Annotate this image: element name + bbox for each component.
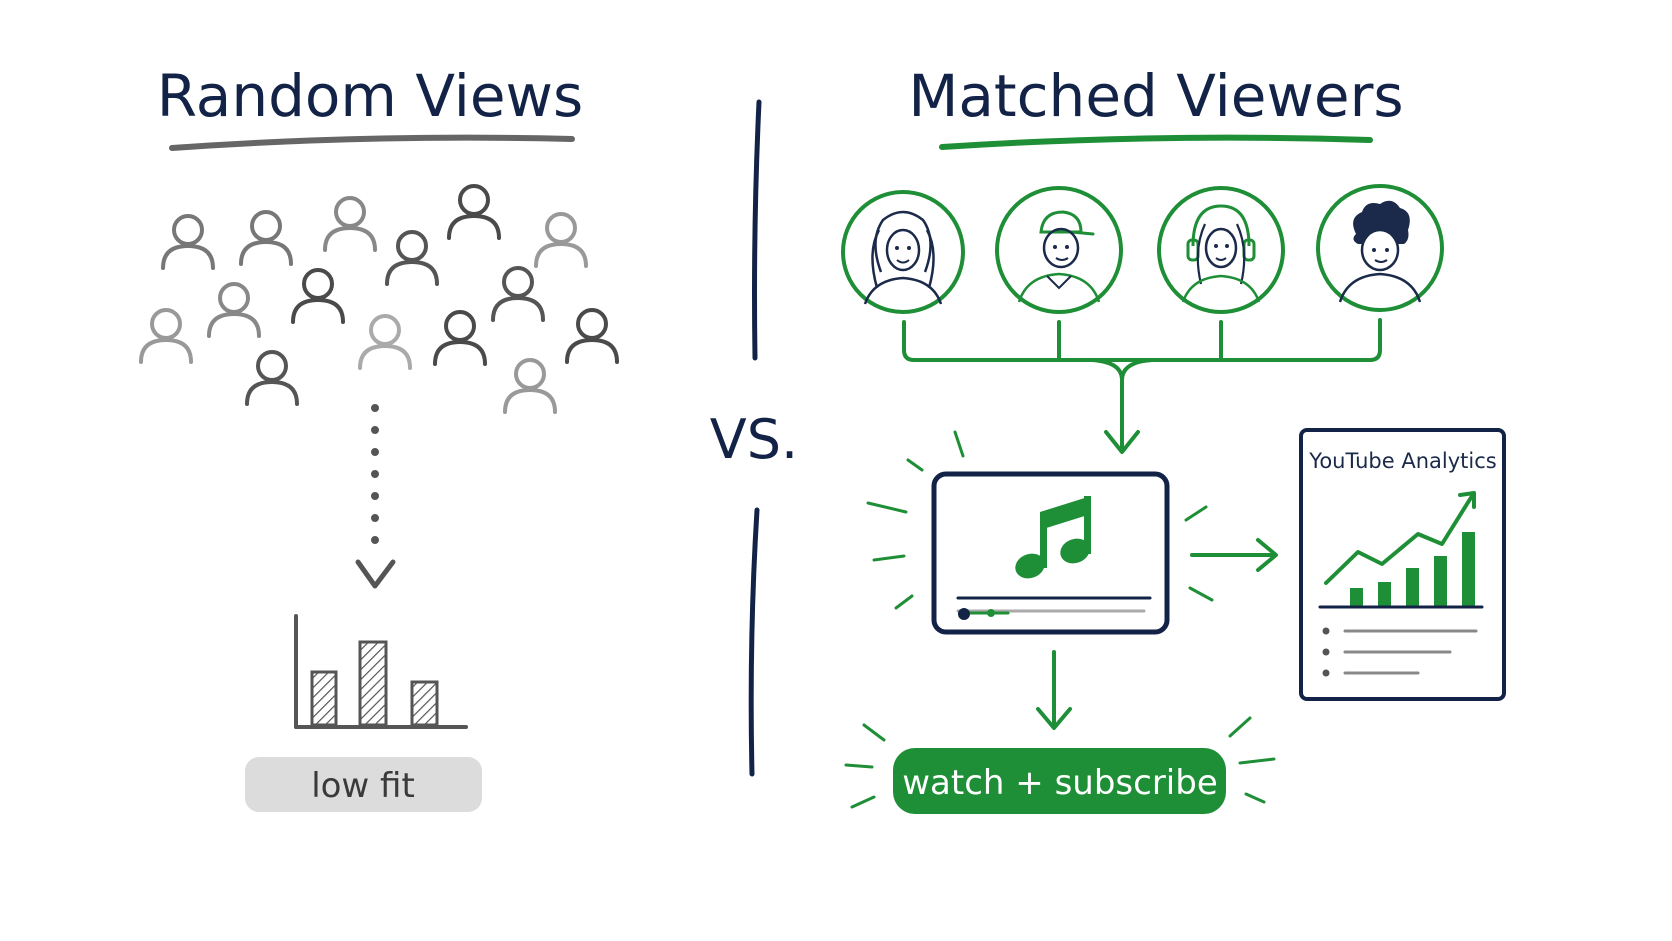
chart-bar: [310, 670, 338, 727]
person-icon: [291, 268, 345, 324]
person-icon: [565, 308, 619, 364]
person-icon: [245, 350, 299, 406]
vs-divider: VS.: [710, 99, 798, 777]
player-glow-lines: [866, 430, 1214, 610]
low-fit-bar-chart: [294, 614, 468, 729]
dotted-down-arrow: [355, 404, 396, 589]
viewer-long-hair-avatar: [841, 190, 965, 314]
growth-bars: [1350, 532, 1475, 607]
viewers-connector: [902, 318, 1382, 454]
person-icon: [323, 196, 377, 252]
chart-bar: [410, 680, 439, 727]
person-icon: [433, 310, 487, 366]
random-views-underline: [169, 134, 575, 151]
viewer-curly-hair-avatar: [1316, 184, 1444, 312]
music-video-player: [931, 471, 1170, 635]
random-views-section: Random Views: [139, 62, 619, 812]
person-icon: [139, 308, 193, 364]
music-note-icon: [1015, 496, 1091, 579]
person-icon: [447, 184, 501, 240]
analytics-list: [1322, 627, 1478, 677]
low-fit-badge: low fit: [245, 757, 482, 812]
low-fit-label: low fit: [311, 766, 415, 806]
person-icon: [207, 282, 261, 338]
matched-viewers-section: Matched Viewers: [841, 62, 1506, 814]
person-icon: [534, 212, 588, 268]
person-icon: [239, 210, 293, 266]
divider-line-bottom: [748, 507, 760, 777]
random-views-title: Random Views: [157, 62, 583, 130]
cta-glow-lines: [844, 716, 1276, 809]
matched-viewers-underline: [939, 134, 1373, 150]
progress-knob: [958, 608, 970, 620]
person-icon: [385, 230, 439, 286]
random-crowd: [139, 184, 619, 414]
chart-bar: [358, 640, 388, 727]
analytics-title: YouTube Analytics: [1308, 449, 1496, 473]
divider-line-top: [752, 99, 762, 361]
watch-subscribe-label: watch + subscribe: [902, 763, 1218, 803]
arrow-to-analytics: [1190, 538, 1278, 572]
matched-viewers-title: Matched Viewers: [908, 62, 1403, 130]
viewer-headphones-avatar: [1157, 186, 1285, 314]
youtube-analytics-card: YouTube Analytics: [1299, 428, 1506, 701]
person-icon: [503, 358, 557, 414]
person-icon: [161, 214, 215, 270]
arrow-to-cta: [1036, 650, 1072, 730]
person-icon: [358, 314, 412, 370]
viewer-cap-avatar: [995, 186, 1123, 314]
person-icon: [491, 266, 545, 322]
vs-label: VS.: [710, 408, 798, 471]
trend-arrowhead: [1458, 491, 1476, 509]
watch-subscribe-badge: watch + subscribe: [893, 748, 1226, 814]
trend-line: [1324, 494, 1474, 585]
